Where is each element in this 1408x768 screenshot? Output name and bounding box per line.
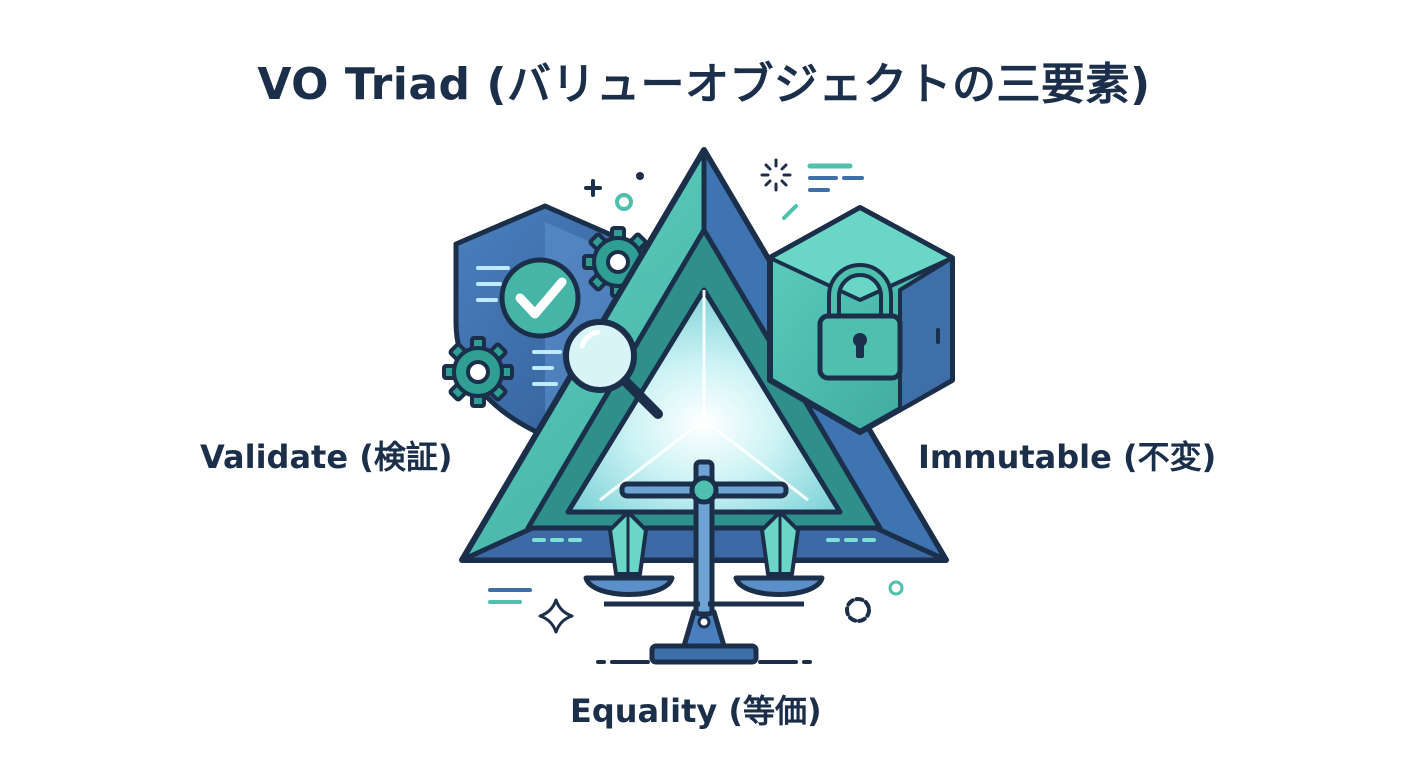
label-immutable: Immutable (不変) [918, 438, 1217, 476]
sparkle-decorations [488, 158, 904, 664]
balance-scale-icon [583, 459, 825, 665]
label-validate: Validate (検証) [200, 438, 453, 476]
padlock-icon [817, 263, 903, 381]
triangle-prism-icon [459, 147, 949, 563]
checkmark-icon [499, 257, 581, 339]
crystal-icon [760, 510, 800, 576]
gear-icon [442, 336, 514, 408]
diagram-title: VO Triad (バリューオブジェクトの三要素) [257, 59, 1151, 110]
crystal-icon [608, 510, 648, 576]
label-equality: Equality (等価) [570, 692, 822, 730]
magnifier-icon [563, 319, 663, 419]
